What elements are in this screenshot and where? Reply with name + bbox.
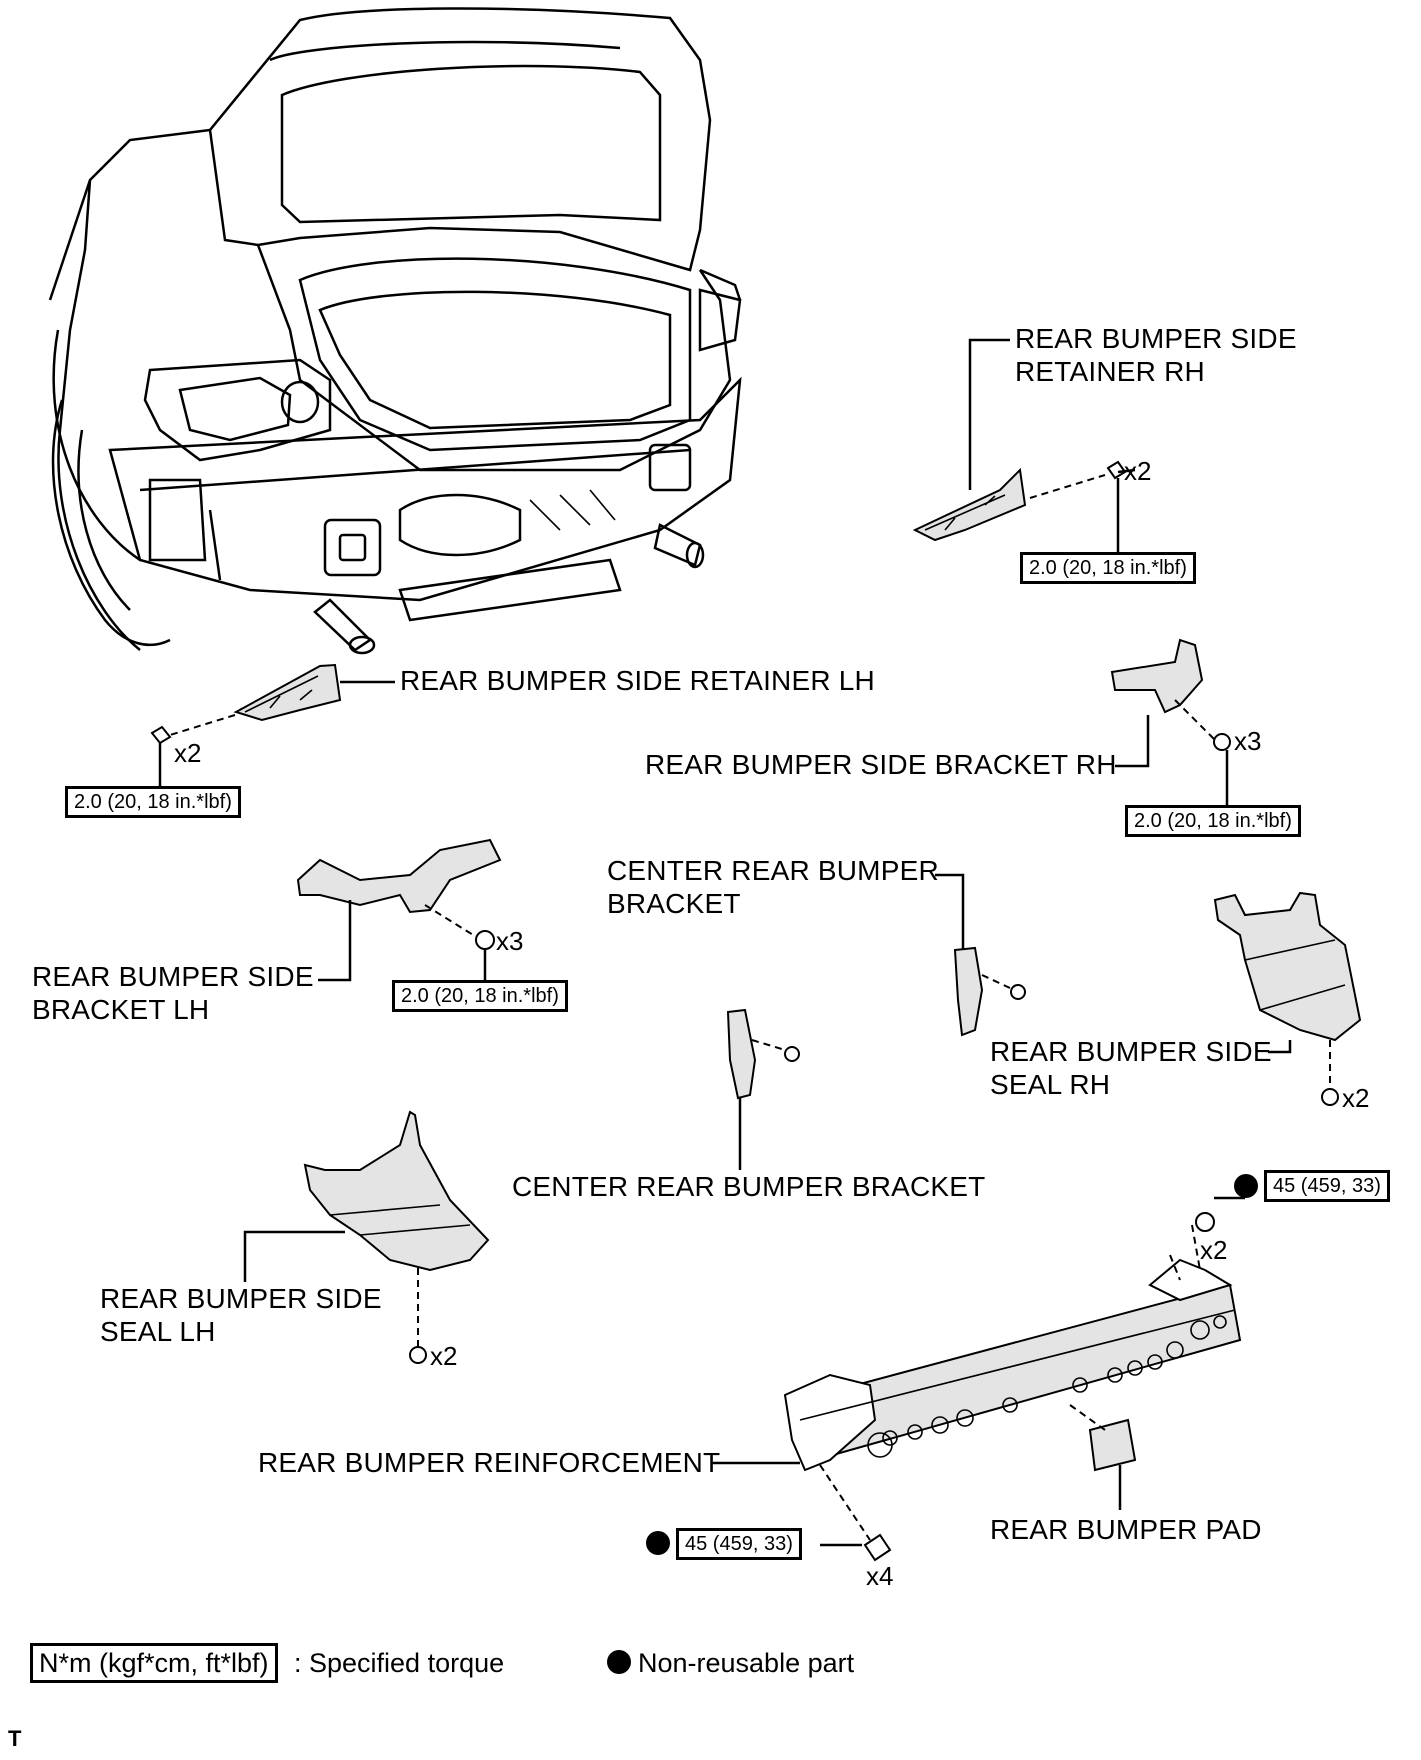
qty-reinforcement-upper: x2 [1200,1235,1228,1265]
side-bracket-rh-part [1110,638,1231,805]
label-side-bracket-lh: REAR BUMPER SIDE BRACKET LH [32,961,314,1025]
qty-retainer-lh: x2 [174,738,202,768]
torque-retainer-lh: 2.0 (20, 18 in.*lbf) [65,786,241,818]
label-rear-bumper-pad: REAR BUMPER PAD [990,1514,1262,1545]
vehicle-rear-illustration [48,7,742,655]
legend-torque-text: : Specified torque [294,1648,505,1678]
side-seal-rh-part [1213,891,1362,1106]
torque-bracket-lh: 2.0 (20, 18 in.*lbf) [392,980,568,1012]
label-center-bracket-lower: CENTER REAR BUMPER BRACKET [512,1171,986,1202]
legend-non-reusable-text: Non-reusable part [638,1648,855,1678]
qty-seal-rh: x2 [1342,1083,1370,1113]
rear-bumper-pad-part [1069,1404,1137,1510]
qty-bracket-rh: x3 [1234,726,1262,756]
qty-retainer-rh: x2 [1124,456,1152,486]
label-side-seal-rh: REAR BUMPER SIDE SEAL RH [990,1036,1272,1100]
torque-reinforcement-upper: 45 (459, 33) [1264,1170,1390,1202]
side-bracket-lh-part [296,838,502,982]
qty-reinforcement-lower: x4 [866,1561,894,1591]
qty-seal-lh: x2 [430,1341,458,1371]
reinforcement-part [712,1196,1245,1562]
side-seal-lh-part [243,1110,490,1364]
label-side-bracket-rh: REAR BUMPER SIDE BRACKET RH [645,749,1117,780]
center-bracket-lower-part [726,1008,800,1170]
side-retainer-lh-part [150,663,395,787]
non-reusable-dot-lower [646,1531,670,1555]
center-bracket-upper-part [935,873,1026,1037]
label-center-bracket-upper: CENTER REAR BUMPER BRACKET [607,855,939,919]
label-side-retainer-lh: REAR BUMPER SIDE RETAINER LH [400,665,875,696]
qty-bracket-lh: x3 [496,926,524,956]
legend-non-reusable-dot [607,1650,631,1674]
footer-mark: T [8,1726,22,1751]
side-retainer-rh-part [912,338,1136,553]
torque-retainer-rh: 2.0 (20, 18 in.*lbf) [1020,552,1196,584]
torque-reinforcement-lower: 45 (459, 33) [676,1528,802,1560]
legend-torque-box: N*m (kgf*cm, ft*lbf) [30,1643,278,1683]
label-side-seal-lh: REAR BUMPER SIDE SEAL LH [100,1283,382,1347]
torque-bracket-rh: 2.0 (20, 18 in.*lbf) [1125,805,1301,837]
label-side-retainer-rh: REAR BUMPER SIDE RETAINER RH [1015,323,1297,387]
label-reinforcement: REAR BUMPER REINFORCEMENT [258,1447,721,1478]
non-reusable-dot-upper [1234,1174,1258,1198]
